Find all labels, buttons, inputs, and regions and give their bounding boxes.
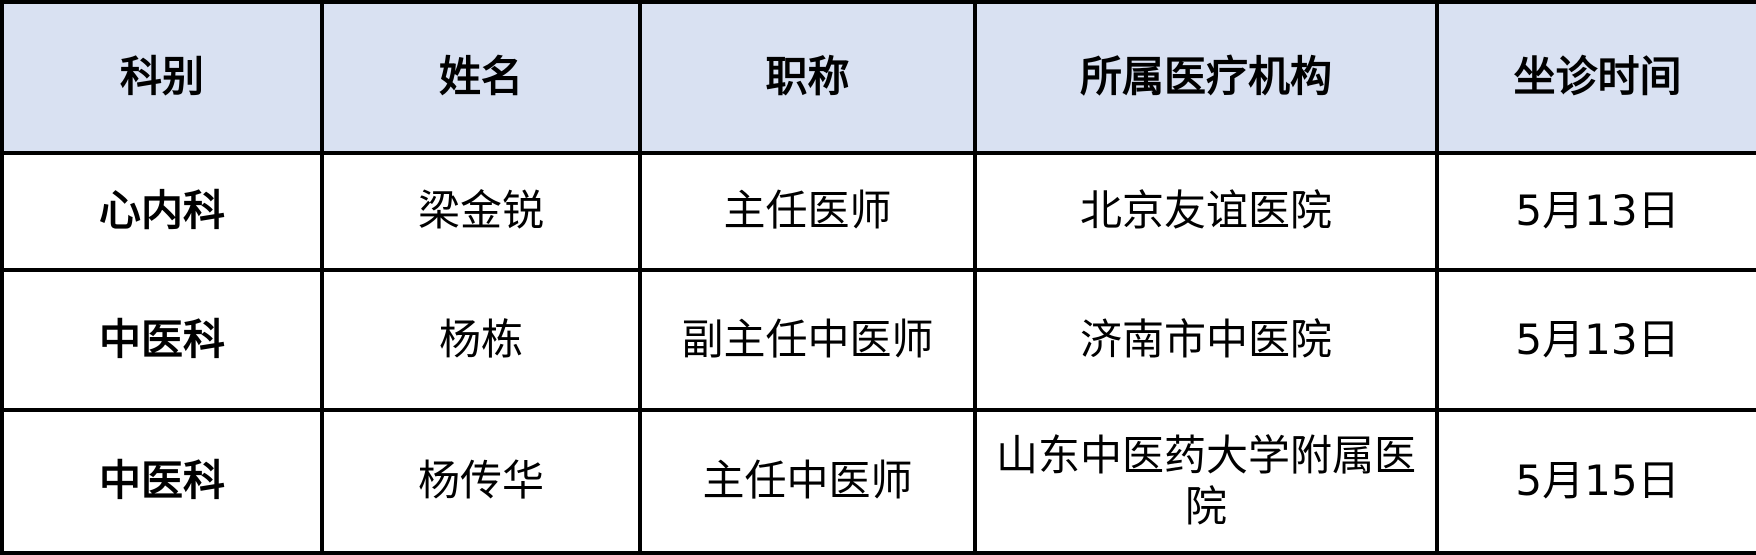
cell-department: 中医科 (0, 408, 324, 555)
cell-title: 主任中医师 (638, 408, 977, 555)
table-row: 中医科 杨栋 副主任中医师 济南市中医院 5月13日 (0, 267, 1756, 413)
cell-institution: 济南市中医院 (973, 267, 1439, 413)
table-row: 中医科 杨传华 主任中医师 山东中医药大学附属医院 5月15日 (0, 408, 1756, 555)
cell-name: 梁金锐 (320, 151, 642, 272)
cell-time: 5月15日 (1435, 408, 1756, 555)
cell-name: 杨传华 (320, 408, 642, 555)
cell-institution: 山东中医药大学附属医院 (973, 408, 1439, 555)
cell-title: 主任医师 (638, 151, 977, 272)
cell-title: 副主任中医师 (638, 267, 977, 413)
cell-department: 中医科 (0, 267, 324, 413)
column-header-department: 科别 (0, 0, 324, 155)
column-header-time: 坐诊时间 (1435, 0, 1756, 155)
cell-department: 心内科 (0, 151, 324, 272)
column-header-institution: 所属医疗机构 (973, 0, 1439, 155)
column-header-name: 姓名 (320, 0, 642, 155)
cell-time: 5月13日 (1435, 151, 1756, 272)
cell-name: 杨栋 (320, 267, 642, 413)
header-row: 科别 姓名 职称 所属医疗机构 坐诊时间 (0, 0, 1756, 155)
cell-time: 5月13日 (1435, 267, 1756, 413)
table-body: 心内科 梁金锐 主任医师 北京友谊医院 5月13日 中医科 杨栋 副主任中医师 … (0, 151, 1756, 555)
column-header-title: 职称 (638, 0, 977, 155)
table-header: 科别 姓名 职称 所属医疗机构 坐诊时间 (0, 0, 1756, 155)
table-row: 心内科 梁金锐 主任医师 北京友谊医院 5月13日 (0, 151, 1756, 272)
cell-institution: 北京友谊医院 (973, 151, 1439, 272)
